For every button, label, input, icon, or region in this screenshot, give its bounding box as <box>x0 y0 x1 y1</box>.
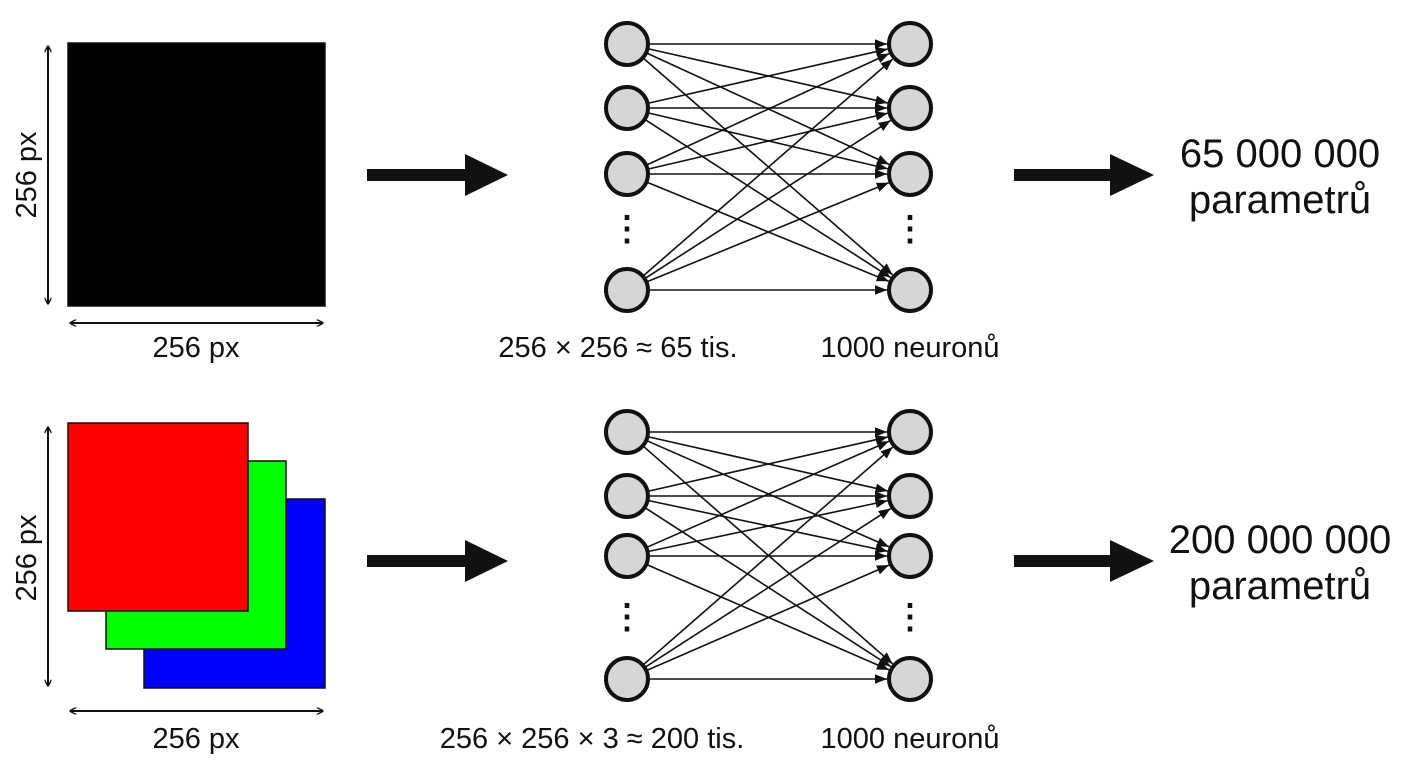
connection-edge <box>642 58 894 277</box>
input-neuron <box>604 267 650 313</box>
red-channel <box>67 422 249 612</box>
connection-edge <box>642 57 894 276</box>
input-neuron <box>604 21 650 67</box>
grayscale-image <box>67 42 326 307</box>
network-rgb: ⋮⋮ <box>604 409 933 702</box>
flow-arrowhead <box>1110 154 1154 196</box>
connection-edge <box>645 52 890 166</box>
input-neuron <box>604 473 650 519</box>
result-parameter-count: 200 000 000 <box>1169 518 1391 562</box>
result-unit: parametrů <box>1189 564 1371 608</box>
input-neuron <box>604 656 650 702</box>
row-grayscale: 256 px 256 px ⋮⋮ 256 × 256 ≈ 65 tis. 100… <box>11 21 1380 364</box>
input-neuron <box>604 533 650 579</box>
connection-edge <box>644 119 892 280</box>
connection-edge <box>647 111 888 171</box>
result-unit: parametrů <box>1189 178 1371 222</box>
result-parameter-count: 65 000 000 <box>1180 132 1380 176</box>
output-neuron <box>887 21 933 67</box>
flow-arrowhead <box>465 154 508 196</box>
output-neuron <box>887 533 933 579</box>
output-neuron <box>887 656 933 702</box>
connection-edge <box>645 564 890 672</box>
input-neuron <box>604 409 650 455</box>
connection-edge <box>644 506 892 668</box>
output-neuron <box>887 409 933 455</box>
input-neuron <box>604 151 650 197</box>
ellipsis-dots: ⋮ <box>610 598 644 636</box>
connection-edge <box>647 498 888 553</box>
height-label: 256 px <box>11 514 43 602</box>
input-size-label: 256 × 256 ≈ 65 tis. <box>498 332 737 364</box>
flow-arrowhead <box>1110 540 1154 582</box>
input-size-label: 256 × 256 × 3 ≈ 200 tis. <box>440 723 745 755</box>
output-neuron <box>887 151 933 197</box>
neuron-count-label: 1000 neuronů <box>821 332 1000 364</box>
neuron-count-label: 1000 neuronů <box>821 723 1000 755</box>
ellipsis-dots: ⋮ <box>893 210 927 248</box>
ellipsis-dots: ⋮ <box>610 210 644 248</box>
connection-edge <box>647 435 888 493</box>
row-rgb: 256 px 256 px ⋮⋮ 256 × 256 × 3 ≈ 200 tis… <box>11 409 1391 755</box>
connection-edge <box>644 507 892 669</box>
connection-edge <box>642 445 894 665</box>
connection-edge <box>644 118 892 279</box>
connection-edge <box>647 47 888 105</box>
ellipsis-dots: ⋮ <box>893 598 927 636</box>
output-neuron <box>887 85 933 131</box>
height-label: 256 px <box>11 131 43 219</box>
width-label: 256 px <box>152 723 240 755</box>
connection-edge <box>645 440 890 549</box>
connection-edge <box>642 446 894 666</box>
input-neuron <box>604 85 650 131</box>
width-label: 256 px <box>152 332 240 364</box>
flow-arrowhead <box>465 540 508 582</box>
output-neuron <box>887 267 933 313</box>
output-neuron <box>887 473 933 519</box>
network-grayscale: ⋮⋮ <box>604 21 933 313</box>
connection-edge <box>646 181 890 283</box>
